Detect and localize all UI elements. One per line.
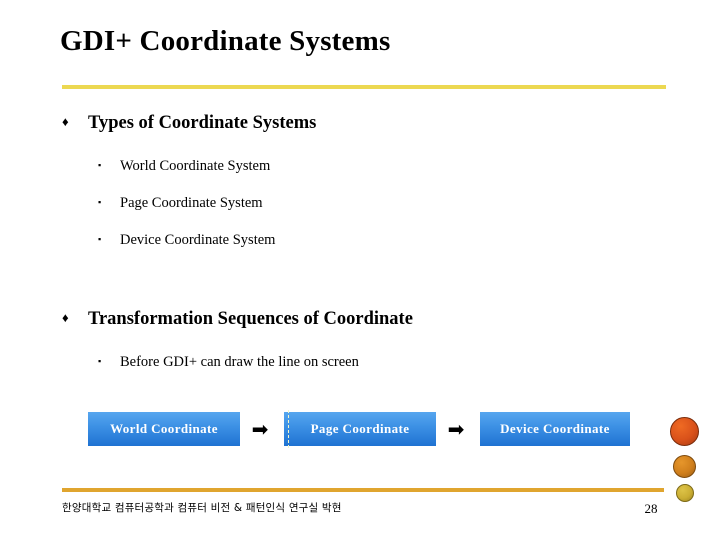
title-divider (62, 85, 666, 89)
coordinate-flow-diagram: World Coordinate ➡ Page Coordinate ➡ Dev… (88, 410, 636, 448)
bullet-level2-world-coordinate: ▪ World Coordinate System (98, 158, 668, 175)
right-arrow-icon: ➡ (251, 417, 269, 441)
square-bullet-icon: ▪ (98, 160, 102, 170)
footer-affiliation-text: 한양대학교 컴퓨터공학과 컴퓨터 비전 & 패턴인식 연구실 박현 (62, 502, 342, 514)
medium-amber-circle-icon (673, 455, 696, 478)
right-arrow-icon: ➡ (447, 417, 465, 441)
large-orange-circle-icon (670, 417, 699, 446)
bullet-level1-label: Transformation Sequences of Coordinate (88, 309, 413, 329)
bullet-level2-label: World Coordinate System (120, 158, 271, 174)
bullet-level2-label: Page Coordinate System (120, 195, 263, 211)
flow-box-page-coordinate[interactable]: Page Coordinate (284, 410, 436, 448)
page-title: GDI+ Coordinate Systems (60, 25, 391, 57)
bullet-level1-label: Types of Coordinate Systems (88, 113, 317, 133)
diamond-bullet-icon: ♦ (62, 310, 69, 325)
bullet-level2-label: Before GDI+ can draw the line on screen (120, 354, 359, 370)
bullet-level2-page-coordinate: ▪ Page Coordinate System (98, 195, 668, 212)
square-bullet-icon: ▪ (98, 197, 102, 207)
page-number: 28 (644, 501, 658, 516)
bullet-level1-transformation: ♦ Transformation Sequences of Coordinate (62, 309, 672, 330)
bullet-level2-before-gdiplus: ▪ Before GDI+ can draw the line on screen (98, 354, 668, 371)
footer-divider (62, 488, 664, 492)
bullet-level2-label: Device Coordinate System (120, 232, 276, 248)
square-bullet-icon: ▪ (98, 356, 102, 366)
flow-box-device-coordinate[interactable]: Device Coordinate (480, 412, 630, 446)
bullet-level1-types: ♦ Types of Coordinate Systems (62, 113, 672, 134)
square-bullet-icon: ▪ (98, 234, 102, 244)
diamond-bullet-icon: ♦ (62, 114, 69, 129)
small-gold-circle-icon (676, 484, 694, 502)
flow-box-world-coordinate[interactable]: World Coordinate (88, 412, 240, 446)
bullet-level2-device-coordinate: ▪ Device Coordinate System (98, 232, 668, 249)
